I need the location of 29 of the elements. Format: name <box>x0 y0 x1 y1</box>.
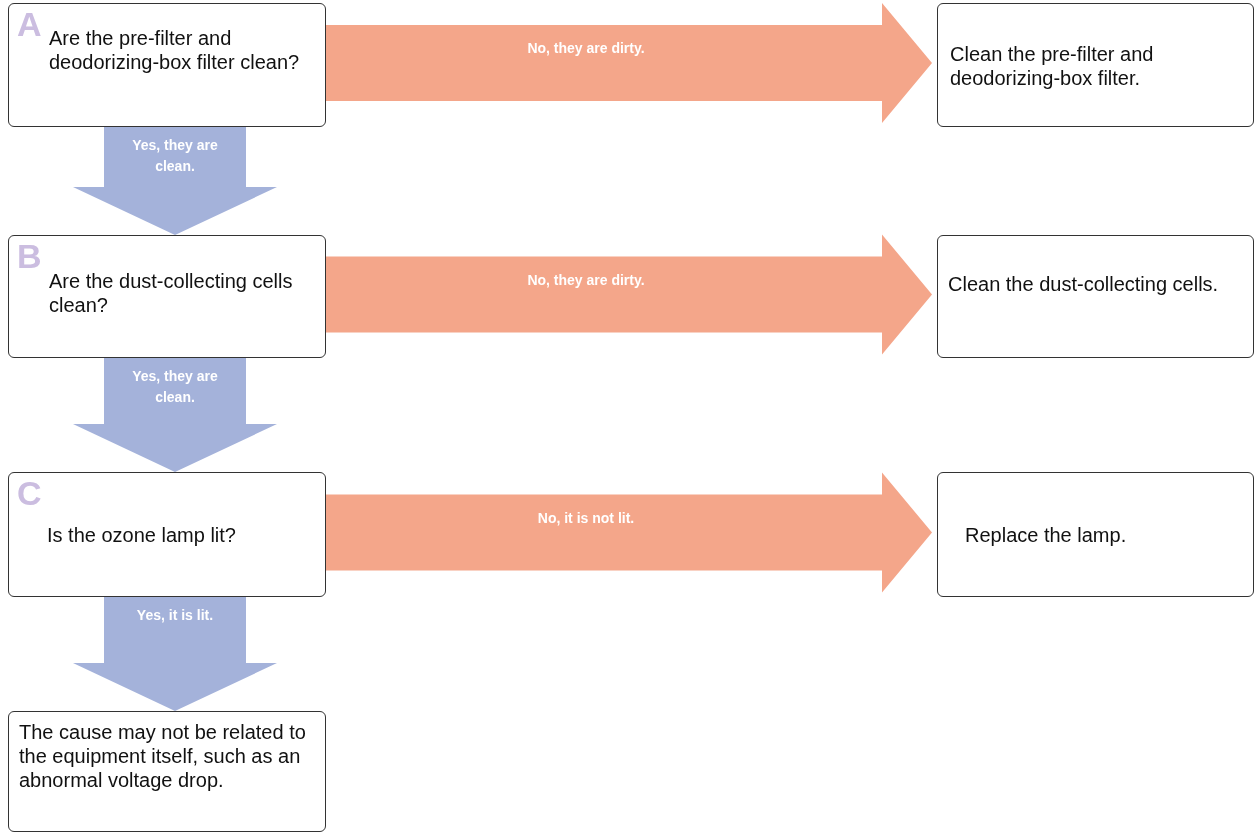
flow-box <box>937 3 1254 127</box>
flow-box <box>8 235 326 358</box>
block-arrow <box>326 234 932 355</box>
action-text: Clean the pre-filter and deodorizing-box filter. <box>950 42 1155 90</box>
block-arrow <box>326 3 932 123</box>
question-text: Are the pre-filter and deodorizing-box filter clean? <box>49 26 301 74</box>
action-text: Replace the lamp. <box>965 523 1128 547</box>
flow-box <box>8 472 326 597</box>
step-letter: A <box>17 4 42 44</box>
flow-box <box>937 235 1254 358</box>
edge-label: Yes, they are clean. <box>131 136 219 176</box>
flow-box <box>8 711 326 832</box>
action-text: The cause may not be related to the equipment itself, such as an abnormal voltage drop. <box>19 720 307 792</box>
block-arrow <box>73 127 277 235</box>
edge-label: Yes, they are clean. <box>131 367 219 407</box>
edge-label: No, it is not lit. <box>536 508 636 528</box>
flow-box <box>8 3 326 127</box>
block-arrow <box>73 597 277 711</box>
question-text: Is the ozone lamp lit? <box>47 523 237 547</box>
step-letter: C <box>17 473 42 513</box>
step-letter: B <box>17 236 42 276</box>
question-text: Are the dust-collecting cells clean? <box>49 269 294 317</box>
edge-label: No, they are dirty. <box>526 270 646 290</box>
edge-label: Yes, it is lit. <box>135 606 215 625</box>
block-arrow <box>73 358 277 472</box>
flow-box <box>937 472 1254 597</box>
action-text: Clean the dust-collecting cells. <box>948 272 1220 296</box>
edge-label: No, they are dirty. <box>526 39 646 58</box>
block-arrow <box>326 472 932 593</box>
